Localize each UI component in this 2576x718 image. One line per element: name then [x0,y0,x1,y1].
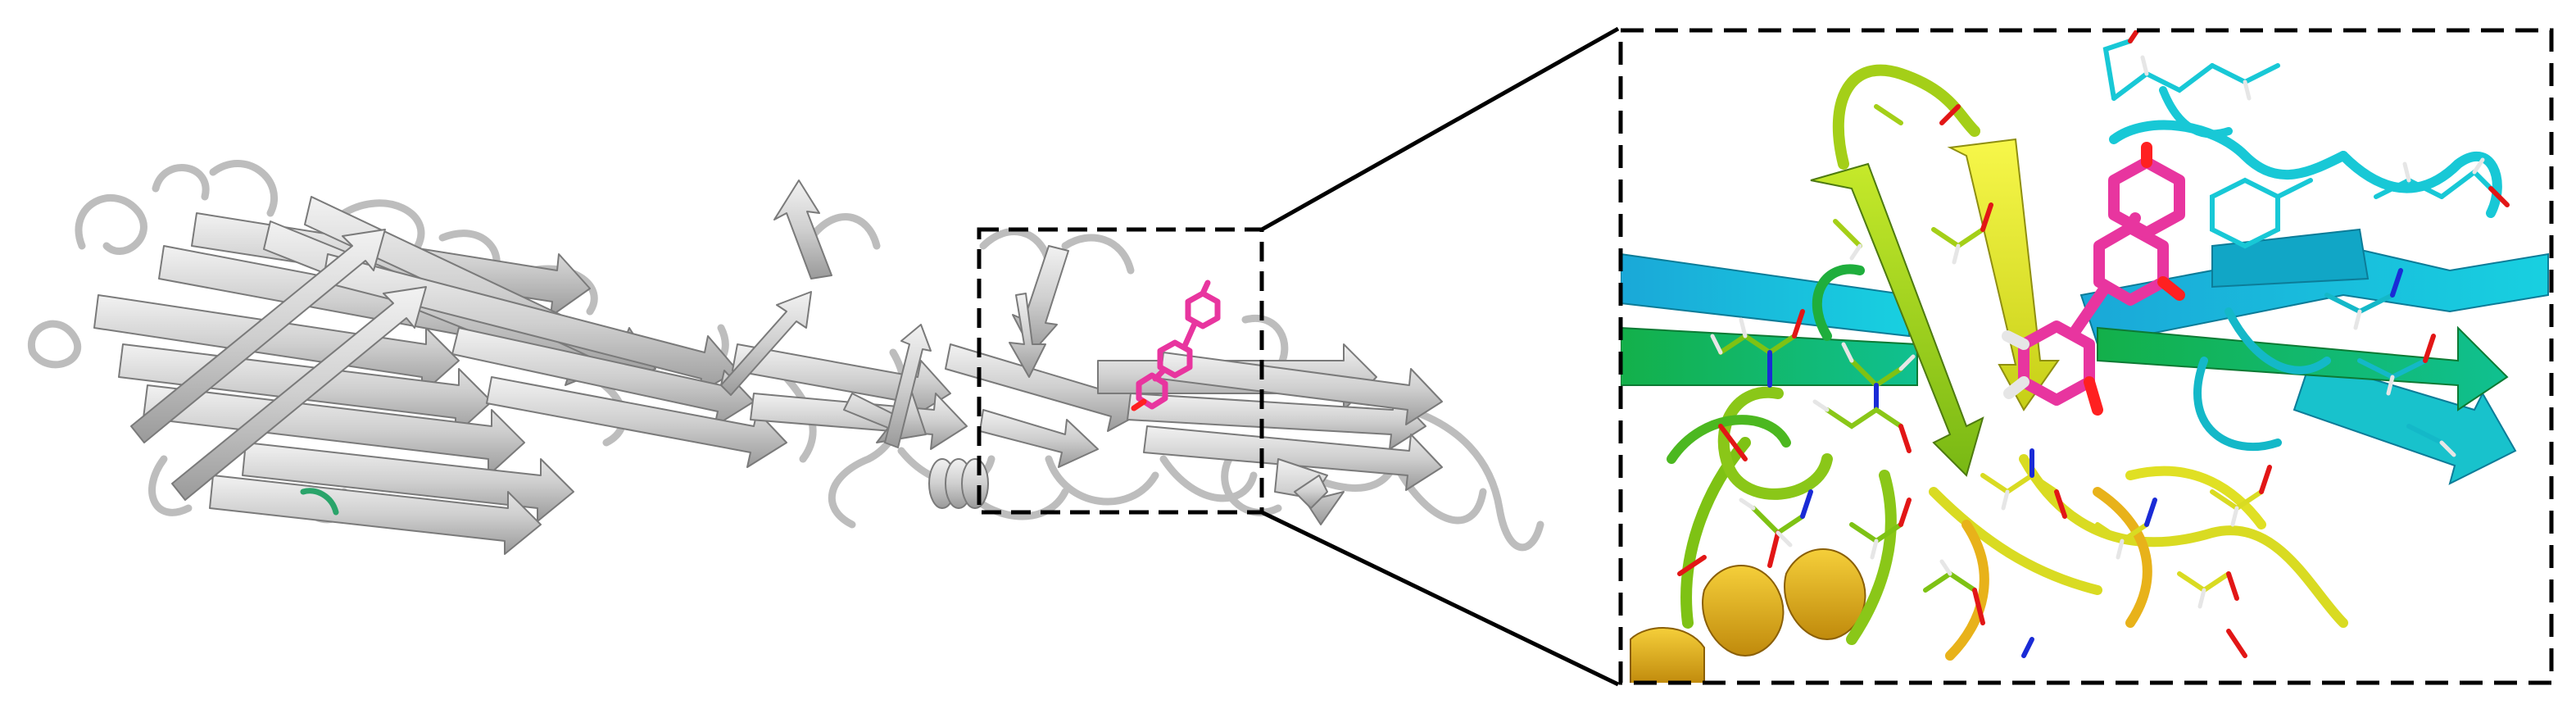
ligand-overview [1131,279,1221,411]
binding-site-detail [1621,30,2549,683]
zoom-line-top [1260,26,1620,232]
zoom-box [1618,28,2554,685]
n-terminus-marker [300,488,339,516]
ligand-zoom [2002,142,2185,416]
selection-box [977,227,1264,515]
zoom-line-bottom [1260,510,1620,687]
protein-cartoon-overview [27,160,1544,555]
